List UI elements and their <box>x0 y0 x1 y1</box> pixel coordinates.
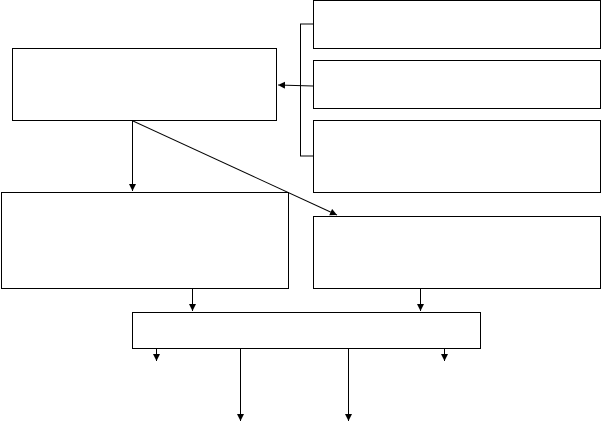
main-top-box <box>12 48 277 121</box>
right-top-box <box>313 0 601 49</box>
arrow-main-to-mid-right <box>132 120 338 216</box>
right-mid-box <box>313 60 601 109</box>
arrow-right-to-main <box>277 81 314 89</box>
right-bottom-box <box>313 120 601 193</box>
bottom-bar-box <box>132 312 481 349</box>
mid-right-box <box>313 216 601 289</box>
mid-left-box <box>1 192 289 289</box>
